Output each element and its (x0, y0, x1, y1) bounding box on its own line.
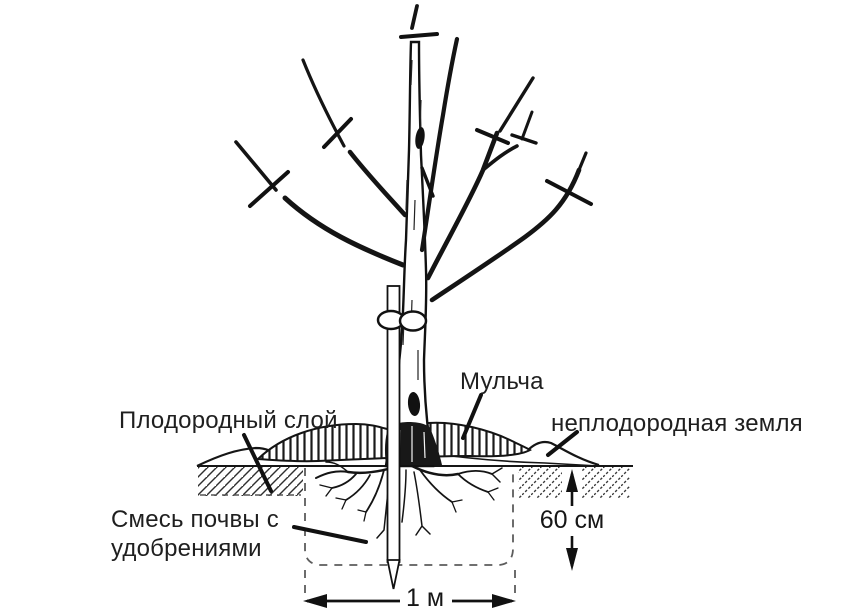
label-mulch: Мульча (460, 368, 544, 395)
stake-tie (376, 309, 428, 332)
cut-mark-right-stub (510, 133, 538, 145)
cut-mark-right-outer (545, 179, 593, 206)
label-infertile-soil: неплодородная земля (551, 410, 803, 437)
trunk-knot (415, 127, 425, 149)
branch-left-lower-tip (234, 140, 278, 192)
cut-mark-left-upper (322, 117, 353, 149)
fertile-leader (242, 433, 273, 493)
right-mound-base (429, 452, 599, 467)
cut-mark-leader (399, 32, 439, 39)
trunk-knot (407, 392, 421, 416)
cut-mark-left-lower (248, 170, 290, 208)
leader-tip (410, 4, 419, 30)
support-stake (386, 285, 401, 590)
label-soil-mix-line1: Смесь почвы с (111, 506, 279, 533)
fertile-layer-band (198, 467, 303, 496)
branch-right-outer-tip (577, 151, 588, 172)
branch-right-mid-tip (498, 76, 535, 133)
branch-left-upper (347, 149, 408, 218)
label-soil-mix: Смесь почвы с удобрениями (111, 505, 279, 563)
mulch-leader (461, 393, 483, 440)
branch-left-upper-tip (301, 58, 346, 148)
cut-mark-right-mid (475, 128, 510, 145)
branch-right-mid (425, 130, 500, 281)
label-fertile-layer: Плодородный слой (119, 407, 338, 434)
label-pit-width: 1 м (400, 584, 450, 609)
pruning-cut-marks (248, 32, 593, 208)
planting-pit-outline (304, 468, 516, 597)
depth-dimension-arrow (562, 467, 582, 571)
label-pit-depth: 60 см (536, 506, 608, 535)
stake-point (386, 559, 401, 590)
branch-right-stub-tip (520, 110, 534, 141)
soil-mix-leader (292, 525, 368, 544)
infertile-leader (546, 430, 579, 457)
label-leader-lines (242, 393, 579, 544)
tree-branches (234, 4, 588, 303)
root-system (315, 461, 503, 539)
width-dimension-arrow (303, 594, 516, 608)
cut-mark-trunk-shoot (420, 166, 435, 198)
branch-left-lower (282, 195, 406, 268)
branch-right-inner (419, 36, 460, 253)
branch-right-stub (481, 144, 519, 172)
right-mound-curve (526, 440, 600, 467)
label-soil-mix-line2: удобрениями (111, 535, 262, 562)
branch-right-outer (429, 167, 582, 303)
